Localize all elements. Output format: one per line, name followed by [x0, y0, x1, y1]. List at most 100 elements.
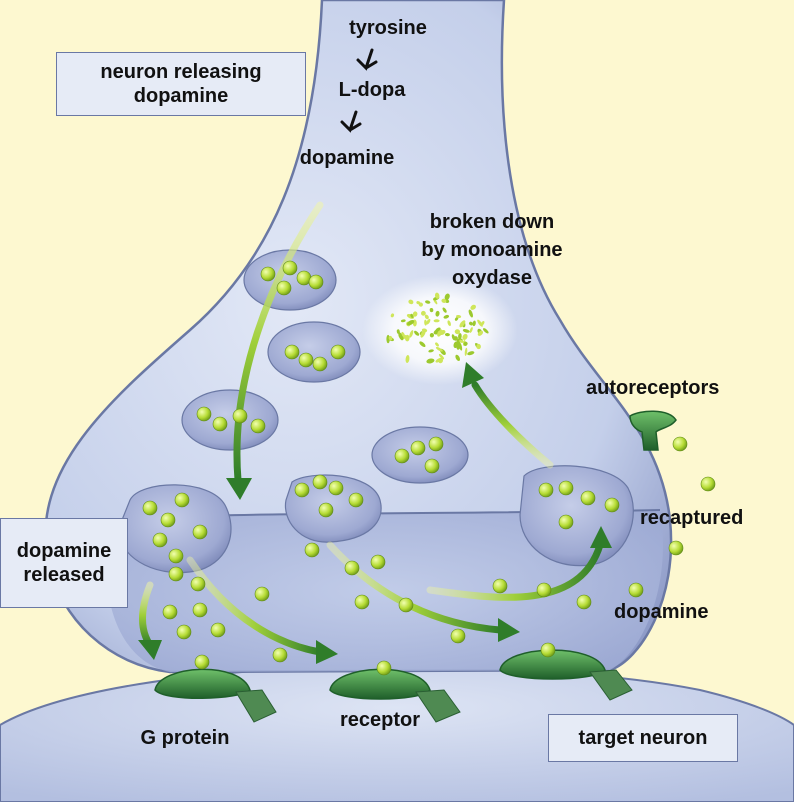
label-line: dopamine: [133, 85, 229, 107]
dopamine-fragment: [410, 313, 414, 319]
dopamine-fragment: [456, 314, 462, 319]
dopamine-molecule: [536, 582, 552, 598]
dopamine-molecule: [190, 576, 206, 592]
dopamine-fragment: [401, 331, 405, 338]
dopamine-fragment: [426, 358, 435, 364]
dopamine-fragment: [424, 319, 427, 326]
dopamine-molecule: [410, 440, 426, 456]
dopamine-fragment: [459, 339, 464, 343]
dopamine-molecule: [492, 578, 508, 594]
label-recaptured: recaptured: [640, 507, 744, 529]
dopamine-fragment: [388, 335, 393, 341]
dopamine-fragment: [412, 311, 418, 317]
dopamine-fragment: [429, 308, 434, 313]
dopamine-fragment: [433, 319, 440, 323]
dopamine-fragment: [454, 317, 459, 321]
dopamine-fragment: [425, 300, 431, 304]
dopamine-molecule: [394, 448, 410, 464]
label-autoreceptors: autoreceptors: [586, 377, 720, 399]
dopamine-molecule: [192, 524, 208, 540]
dopamine-fragment: [420, 310, 426, 316]
dopamine-fragment: [468, 309, 473, 318]
dopamine-molecule: [272, 647, 288, 663]
dopamine-molecule: [628, 582, 644, 598]
receptor-tail: [415, 689, 461, 723]
dopamine-fragment: [470, 304, 476, 310]
dopamine-molecule: [558, 480, 574, 496]
dopamine-molecule: [168, 548, 184, 564]
dopamine-fragment: [406, 319, 415, 326]
dopamine-fragment: [454, 329, 461, 335]
label-box-neuron-releasing: neuron releasing dopamine: [56, 52, 306, 116]
dopamine-fragment: [434, 292, 440, 299]
dopamine-fragment: [480, 320, 485, 326]
dopamine-fragment: [462, 329, 470, 333]
dopamine-molecule: [398, 597, 414, 613]
dopamine-molecule: [282, 260, 298, 276]
dopamine-fragment: [458, 333, 462, 340]
dopamine-fragment: [438, 353, 445, 360]
dopamine-molecule: [276, 280, 292, 296]
dopamine-fragment: [414, 330, 420, 336]
arrow-ldopa-to-dopamine: [340, 110, 362, 133]
dopamine-fragment: [477, 330, 484, 336]
dopamine-molecule: [162, 604, 178, 620]
dopamine-fragment: [444, 332, 450, 337]
receptor: [499, 649, 606, 680]
label-line: target neuron: [578, 727, 708, 749]
label-line: neuron releasing: [100, 61, 262, 83]
label-l-dopa: L-dopa: [338, 79, 406, 101]
dopamine-fragment: [404, 334, 410, 342]
dopamine-molecule: [194, 654, 210, 670]
dopamine-fragment: [464, 347, 468, 356]
dopamine-fragment: [482, 328, 489, 334]
dopamine-fragment: [424, 314, 429, 320]
arrow-head: [462, 362, 484, 388]
vesicle: [181, 389, 279, 451]
dopamine-fragment: [442, 307, 447, 313]
dopamine-fragment: [419, 341, 426, 348]
label-line: by monoamine: [421, 239, 563, 261]
dopamine-molecule: [424, 458, 440, 474]
dopamine-molecule: [160, 512, 176, 528]
dopamine-molecule: [376, 660, 392, 676]
dopamine-molecule: [312, 474, 328, 490]
dopamine-fragment: [437, 329, 443, 337]
arrow-tyrosine-to-ldopa: [356, 48, 378, 71]
dopamine-fragment: [462, 333, 468, 340]
arrow-head: [138, 640, 162, 660]
dopamine-molecule: [540, 642, 556, 658]
dopamine-molecule: [196, 406, 212, 422]
dopamine-fragment: [459, 320, 466, 328]
dopamine-fragment: [400, 319, 406, 323]
dopamine-molecule: [668, 540, 684, 556]
dopamine-molecule: [174, 492, 190, 508]
label-g-protein: G protein: [140, 727, 230, 749]
dopamine-molecule: [192, 602, 208, 618]
dopamine-molecule: [576, 594, 592, 610]
dopamine-molecule: [142, 500, 158, 516]
dopamine-fragment: [463, 341, 468, 346]
fusing-vesicle: [284, 474, 382, 543]
dopamine-molecule: [348, 492, 364, 508]
arrow-release-2: [186, 556, 324, 656]
label-dopamine-synthesized: dopamine: [299, 147, 395, 169]
dopamine-molecule: [254, 586, 270, 602]
dopamine-fragment: [467, 351, 475, 356]
dopamine-molecule: [298, 352, 314, 368]
dopamine-fragment: [453, 341, 458, 349]
label-tyrosine: tyrosine: [349, 17, 427, 39]
dopamine-fragment: [435, 327, 441, 332]
dopamine-fragment: [472, 320, 476, 327]
receptor: [329, 668, 431, 700]
dopamine-fragment: [441, 298, 447, 303]
dopamine-molecule: [212, 416, 228, 432]
dopamine-molecule: [232, 408, 248, 424]
dopamine-fragment: [429, 333, 435, 338]
dopamine-fragment: [455, 354, 461, 362]
dopamine-molecule: [168, 566, 184, 582]
dopamine-fragment: [447, 320, 451, 327]
dopamine-molecule: [450, 628, 466, 644]
